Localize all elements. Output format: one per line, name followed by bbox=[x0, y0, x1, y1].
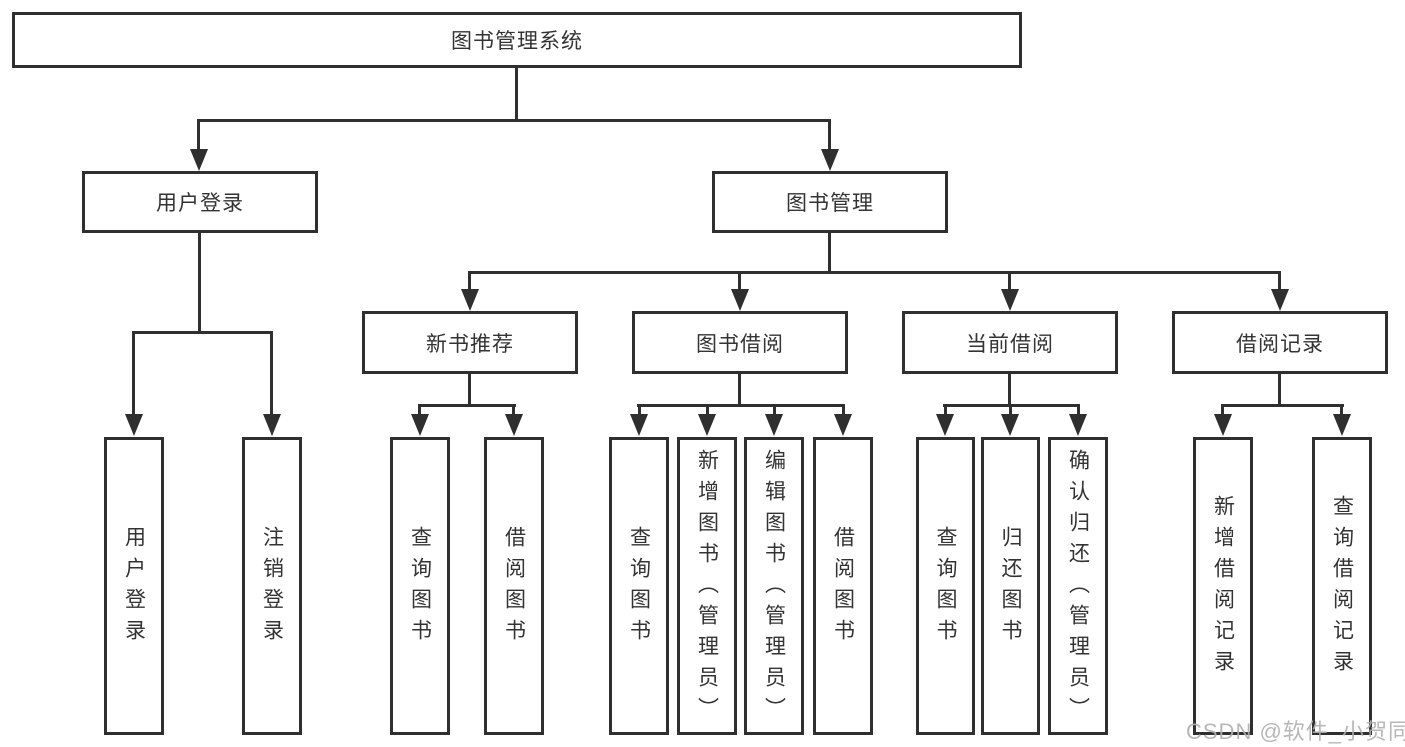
leaf-return-books: 归还图书 bbox=[981, 437, 1040, 735]
connector-line bbox=[468, 374, 471, 407]
leaf-query-books-recommend: 查询图书 bbox=[390, 437, 450, 735]
connector-line bbox=[842, 404, 845, 417]
arrow-down-icon bbox=[263, 414, 281, 436]
node-new-book-recommend: 新书推荐 bbox=[362, 311, 578, 374]
connector-line bbox=[1008, 271, 1011, 291]
connector-line bbox=[638, 404, 641, 417]
node-current-borrow: 当前借阅 bbox=[902, 311, 1118, 374]
connector-line bbox=[1009, 404, 1012, 417]
connector-line bbox=[1278, 374, 1281, 407]
connector-line bbox=[637, 404, 845, 407]
arrow-down-icon bbox=[125, 414, 143, 436]
leaf-query-books-borrow: 查询图书 bbox=[609, 437, 669, 735]
arrow-down-icon bbox=[1214, 414, 1232, 436]
connector-line bbox=[1077, 404, 1080, 417]
arrow-down-icon bbox=[630, 414, 648, 436]
connector-line bbox=[773, 404, 776, 417]
arrow-down-icon bbox=[1001, 414, 1019, 436]
connector-line bbox=[198, 233, 201, 334]
leaf-query-borrow-record: 查询借阅记录 bbox=[1312, 437, 1372, 735]
leaf-add-borrow-record: 新增借阅记录 bbox=[1193, 437, 1253, 735]
leaf-borrow-books-recommend: 借阅图书 bbox=[484, 437, 544, 735]
leaf-query-books-current: 查询图书 bbox=[916, 437, 975, 735]
leaf-add-books-admin: 新增图书（管理员） bbox=[677, 437, 737, 735]
arrow-down-icon bbox=[821, 149, 839, 171]
csdn-watermark: CSDN @软件_小贺同学 bbox=[1186, 719, 1405, 744]
arrow-down-icon bbox=[411, 414, 429, 436]
arrow-down-icon bbox=[1271, 289, 1289, 311]
connector-line bbox=[1221, 404, 1344, 407]
arrow-down-icon bbox=[731, 289, 749, 311]
arrow-down-icon bbox=[834, 414, 852, 436]
connector-line bbox=[469, 271, 1281, 274]
connector-line bbox=[944, 404, 947, 417]
leaf-edit-books-admin: 编辑图书（管理员） bbox=[744, 437, 804, 735]
connector-line bbox=[706, 404, 709, 417]
arrow-down-icon bbox=[505, 414, 523, 436]
arrow-down-icon bbox=[698, 414, 716, 436]
connector-line bbox=[468, 271, 471, 291]
leaf-user-login: 用户登录 bbox=[104, 437, 164, 735]
connector-line bbox=[197, 119, 831, 122]
connector-line bbox=[828, 119, 831, 151]
node-root-library-system: 图书管理系统 bbox=[12, 12, 1022, 68]
connector-line bbox=[1340, 404, 1343, 417]
leaf-borrow-books: 借阅图书 bbox=[813, 437, 873, 735]
connector-line bbox=[418, 404, 516, 407]
arrow-down-icon bbox=[1333, 414, 1351, 436]
arrow-down-icon bbox=[765, 414, 783, 436]
arrow-down-icon bbox=[1001, 289, 1019, 311]
connector-line bbox=[515, 68, 518, 122]
connector-line bbox=[512, 404, 515, 417]
connector-line bbox=[270, 331, 273, 416]
connector-line bbox=[738, 374, 741, 407]
arrow-down-icon bbox=[461, 289, 479, 311]
connector-line bbox=[1278, 271, 1281, 291]
leaf-logout: 注销登录 bbox=[242, 437, 302, 735]
connector-line bbox=[1008, 374, 1011, 407]
arrow-down-icon bbox=[190, 149, 208, 171]
leaf-confirm-return-admin: 确认归还（管理员） bbox=[1048, 437, 1108, 735]
connector-line bbox=[132, 331, 135, 416]
connector-line bbox=[418, 404, 421, 417]
connector-line bbox=[132, 331, 273, 334]
arrow-down-icon bbox=[1069, 414, 1087, 436]
node-borrow-records: 借阅记录 bbox=[1172, 311, 1388, 374]
connector-line bbox=[197, 119, 200, 151]
connector-line bbox=[828, 233, 831, 273]
connector-line bbox=[738, 271, 741, 291]
arrow-down-icon bbox=[936, 414, 954, 436]
node-book-borrow: 图书借阅 bbox=[632, 311, 848, 374]
node-user-login: 用户登录 bbox=[82, 171, 318, 233]
node-book-management: 图书管理 bbox=[712, 171, 948, 233]
connector-line bbox=[1221, 404, 1224, 417]
